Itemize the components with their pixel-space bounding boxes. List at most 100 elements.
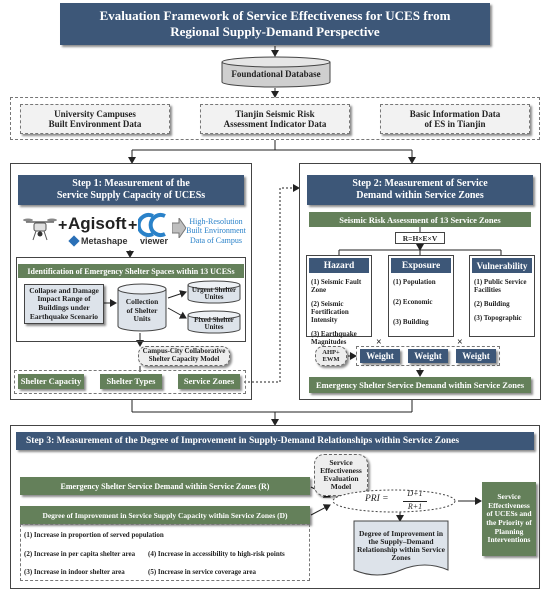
- data-sources-panel: [10, 97, 540, 140]
- arrow-right-icon: [171, 216, 187, 240]
- metashape-label: Metashape: [81, 236, 128, 246]
- main-title: Evaluation Framework of Service Effectiv…: [60, 3, 490, 45]
- database-cylinder: Foundational Database: [220, 56, 332, 88]
- database-label: Foundational Database: [231, 68, 321, 79]
- final-line3: of UCESs and: [486, 509, 532, 519]
- risk-formula: R=H×E×V: [395, 232, 445, 244]
- document-label: Degree of Improvement in the Supply–Dema…: [353, 524, 449, 568]
- step1-title: Step 1: Measurement of the Service Suppl…: [18, 175, 244, 205]
- identification-header: Identification of Emergency Shelter Spac…: [18, 264, 244, 278]
- step1-outputs-panel: [14, 370, 246, 394]
- collapse-line4: Earthquake Scenario: [29, 311, 99, 321]
- final-line1: Service: [497, 492, 521, 502]
- vulnerability-item-1: (1) Public Service Facilities: [474, 278, 527, 295]
- eval-line1: Service: [329, 457, 353, 467]
- urgent-shelter-cylinder: Urgent Shelter Unites: [186, 280, 242, 304]
- indicator-4: (4) Increase in accessibility to high-ri…: [148, 550, 285, 558]
- fixed-shelter-cylinder: Fixed Shelter Unites: [186, 310, 242, 334]
- collapse-line1: Collapse and Damage: [29, 285, 99, 295]
- cylinder-icon: [187, 310, 241, 334]
- doc-line2: the Supply–Demand: [368, 536, 434, 546]
- collection-cylinder: Collection of Shelter Units: [116, 283, 168, 333]
- pri-den: R+1: [407, 502, 423, 511]
- exposure-header: Exposure: [391, 258, 451, 273]
- pri-ellipse: [332, 489, 456, 513]
- method-line2: EWM: [322, 356, 340, 363]
- exposure-item-2: (2) Economic: [393, 298, 433, 307]
- cc-icon: [136, 213, 166, 237]
- indicator-1: (1) Increase in proportion of served pop…: [24, 531, 164, 539]
- collaborative-model: Campus-City Collaborative Shelter Capaci…: [138, 346, 230, 366]
- data-source-es-line2: of ES in Tianjin: [424, 119, 486, 129]
- cc-viewer-label: viewer: [140, 236, 169, 246]
- collection-line2: of Shelter: [126, 305, 158, 315]
- final-result: Service Effectiveness of UCESs and the P…: [482, 482, 536, 556]
- method-line1: AHP+: [322, 348, 340, 356]
- hazard-items: (1) Seismic Fault Zone (2) Seismic Forti…: [311, 278, 371, 346]
- collection-line3: Units: [133, 314, 151, 324]
- seismic-assessment-header: Seismic Risk Assessment of 13 Service Zo…: [309, 212, 531, 227]
- urgent-line1: Urgent Shelter: [191, 285, 237, 294]
- data-source-campus-line2: Built Environment Data: [48, 119, 142, 129]
- pri-fraction-bar: [403, 501, 427, 502]
- step1-title-line1: Step 1: Measurement of the: [72, 178, 190, 189]
- indicators-panel: [20, 524, 310, 581]
- hires-line1: High-Resolution: [189, 217, 243, 227]
- hires-line3: Data of Campus: [190, 235, 242, 245]
- cylinder-icon: [187, 280, 241, 304]
- cc-viewer-logo: viewer: [136, 212, 172, 248]
- vulnerability-header: Vulnerability: [472, 258, 532, 273]
- step2-title: Step 2: Measurement of Service Demand wi…: [307, 175, 533, 205]
- demand-box: Emergency Shelter Service Demand within …: [20, 477, 310, 495]
- collection-line1: Collection: [125, 297, 159, 307]
- pri-lhs: PRI =: [365, 494, 389, 504]
- data-source-es-line1: Basic Information Data: [409, 108, 501, 119]
- output-shelter-capacity: Shelter Capacity: [18, 374, 84, 389]
- data-source-seismic-line2: Assessment Indicator Data: [223, 119, 327, 129]
- hires-data-label: High-Resolution Built Environment Data o…: [186, 212, 246, 250]
- exposure-item-1: (1) Population: [393, 278, 436, 286]
- main-title-line1: Evaluation Framework of Service Effectiv…: [99, 7, 451, 23]
- exposure-item-3: (3) Building: [393, 318, 429, 327]
- model-line1: Campus-City Collaborative: [142, 347, 226, 356]
- step3-title: Step 3: Measurement of the Degree of Imp…: [16, 432, 534, 450]
- exposure-weight: Weight: [408, 349, 448, 363]
- exposure-items: (1) Population (2) Economic (3) Building: [393, 278, 453, 326]
- hazard-column: Hazard (1) Seismic Fault Zone (2) Seismi…: [306, 255, 372, 346]
- step1-title-line2: Service Supply Capacity of UCESs: [56, 190, 206, 201]
- doc-line3: Relationship within Service: [357, 545, 445, 554]
- indicator-3: (3) Increase in indoor shelter area: [24, 568, 125, 576]
- indicator-2: (2) Increase in per capita shelter area: [24, 550, 136, 558]
- step3-panel: [10, 425, 540, 589]
- data-source-campus: University Campuses Built Environment Da…: [20, 104, 170, 134]
- collapse-line3: Buildings under: [38, 303, 90, 312]
- doc-line4: Zones: [391, 553, 411, 563]
- main-title-line2: Regional Supply-Demand Perspective: [170, 24, 380, 39]
- collapse-box: Collapse and Damage Impact Range of Buil…: [24, 284, 104, 324]
- fixed-line2: Unites: [204, 323, 224, 331]
- step2-title-line1: Step 2: Measurement of Service: [352, 178, 488, 189]
- doc-line1: Degree of Improvement in: [358, 528, 444, 538]
- times-sign-1: ×: [376, 337, 382, 348]
- urgent-label: Urgent Shelter Unites: [186, 286, 242, 302]
- fixed-line1: Fixed Shelter: [194, 315, 234, 324]
- pri-num: D+1: [407, 489, 423, 498]
- step1-panel: [10, 163, 252, 400]
- vulnerability-item-3: (3) Topographic: [474, 314, 522, 323]
- step2-panel: [299, 163, 541, 400]
- output-service-zones: Service Zones: [178, 374, 240, 389]
- step2-result: Emergency Shelter Service Demand within …: [309, 377, 531, 393]
- identification-panel: [16, 257, 246, 342]
- hazard-header: Hazard: [309, 258, 369, 273]
- data-source-seismic: Tianjin Seismic Risk Assessment Indicato…: [200, 104, 350, 134]
- drone-icon: [22, 214, 58, 244]
- agisoft-label: Agisoft: [68, 214, 127, 233]
- collection-label: Collection of Shelter Units: [116, 295, 168, 327]
- hazard-item-1: (1) Seismic Fault Zone: [311, 278, 362, 295]
- hires-line2: Built Environment: [186, 226, 246, 236]
- exposure-column: Exposure (1) Population (2) Economic (3)…: [388, 255, 454, 337]
- plus-sign-1: +: [58, 217, 68, 234]
- vulnerability-items: (1) Public Service Facilities (2) Buildi…: [474, 278, 534, 322]
- weights-panel: [356, 346, 500, 366]
